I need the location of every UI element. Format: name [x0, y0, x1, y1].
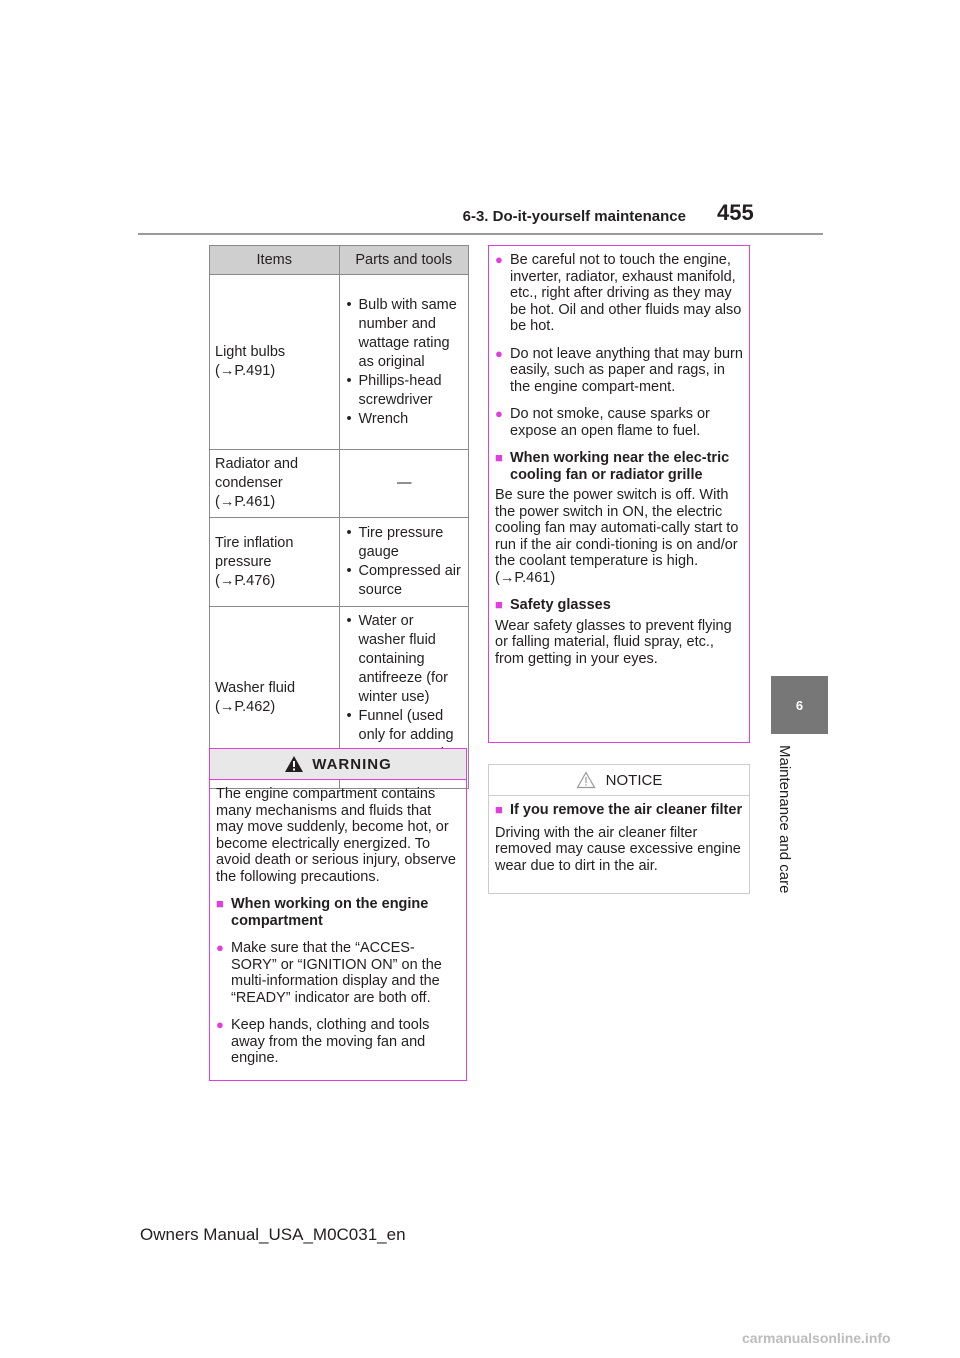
table-row: Light bulbs (→P.491) Bulb with same numb…	[209, 274, 469, 450]
item-name: Radiator and	[215, 456, 299, 472]
square-bullet-icon: ■	[216, 896, 224, 911]
chapter-label: Maintenance and care	[776, 745, 793, 894]
safety-glasses-subhead: ■ Safety glasses	[495, 597, 611, 613]
notice-box: NOTICE ■ If you remove the air cleaner f…	[488, 764, 750, 894]
safety-glasses-paragraph: Wear safety glasses to prevent flying or…	[495, 617, 732, 667]
tool-item: Compressed air source	[345, 562, 465, 600]
cooling-fan-subhead: ■ When working near the elec-tric coolin…	[495, 450, 730, 483]
warning-bullet: ● Keep hands, clothing and tools away fr…	[216, 1017, 430, 1066]
item-name: pressure	[215, 553, 272, 570]
page-reference-link[interactable]: (→P.491)	[215, 363, 276, 379]
warning-bullet: ● Be careful not to touch the engine, in…	[495, 252, 742, 334]
warning-continued-body: ● Be careful not to touch the engine, in…	[489, 246, 749, 673]
parts-table: Items Parts and tools Light bulbs (→P.49…	[209, 245, 469, 789]
warning-subhead: ■ When working on the engine compartment	[216, 896, 429, 929]
warning-title: WARNING	[312, 755, 392, 773]
square-bullet-icon: ■	[495, 597, 503, 612]
table-row: Tire inflation pressure (→P.476) Tire pr…	[209, 517, 469, 607]
tool-item: Phillips-head screwdriver	[345, 372, 465, 410]
notice-body: ■ If you remove the air cleaner filter D…	[489, 796, 749, 880]
notice-subhead: ■ If you remove the air cleaner filter	[495, 802, 743, 818]
chapter-number: 6	[795, 697, 804, 713]
table-header-row: Items Parts and tools	[209, 245, 469, 275]
warning-bullet: ● Do not leave anything that may burn ea…	[495, 345, 743, 395]
page-number: 455	[717, 200, 754, 225]
square-bullet-icon: ■	[495, 802, 503, 817]
warning-triangle-icon	[284, 755, 304, 773]
chapter-tab[interactable]: 6	[771, 676, 828, 734]
warning-bullet: ● Do not smoke, cause sparks or expose a…	[495, 406, 710, 439]
watermark: carmanualsonline.info	[742, 1330, 891, 1346]
notice-header: NOTICE	[489, 765, 749, 796]
no-tools-dash: —	[397, 475, 412, 491]
tools-cell: Tire pressure gauge Compressed air sourc…	[338, 517, 469, 607]
table-row: Radiator and condenser (→P.461) —	[209, 449, 469, 518]
tool-item: Wrench	[345, 410, 465, 429]
tool-item: Tire pressure gauge	[345, 524, 465, 562]
page-reference-link[interactable]: (→P.462)	[215, 698, 276, 715]
page-reference-link[interactable]: (→P.461)	[215, 494, 276, 510]
header-divider	[138, 233, 823, 235]
notice-paragraph: Driving with the air cleaner filter remo…	[495, 824, 741, 874]
warning-intro: The engine compartment contains many mec…	[216, 786, 456, 885]
item-cell: Light bulbs (→P.491)	[209, 274, 340, 450]
footer-document-id: Owners Manual_USA_M0C031_en	[140, 1225, 406, 1244]
item-name: condenser	[215, 475, 283, 491]
dot-bullet-icon: ●	[216, 1017, 224, 1032]
item-name: Light bulbs	[215, 344, 286, 360]
warning-continued-box: ● Be careful not to touch the engine, in…	[488, 245, 750, 743]
page-reference-link[interactable]: (→P.476)	[215, 572, 276, 589]
warning-bullet: ● Make sure that the “ACCES-SORY” or “IG…	[216, 940, 442, 1006]
tool-item: Bulb with same number and wattage rating…	[345, 296, 465, 372]
column-header-parts: Parts and tools	[338, 245, 469, 275]
section-title: 6-3. Do-it-yourself maintenance	[462, 208, 686, 225]
item-cell: Radiator and condenser (→P.461)	[209, 449, 340, 518]
item-name: Tire inflation	[215, 534, 294, 551]
caution-triangle-icon	[576, 771, 596, 789]
tool-item: Water or washer fluid containing antifre…	[345, 612, 465, 707]
dot-bullet-icon: ●	[216, 940, 224, 955]
dot-bullet-icon: ●	[495, 252, 503, 267]
item-name: Washer fluid	[215, 679, 296, 696]
square-bullet-icon: ■	[495, 450, 503, 465]
tools-cell: Bulb with same number and wattage rating…	[338, 274, 469, 450]
item-cell: Tire inflation pressure (→P.476)	[209, 517, 340, 607]
column-header-items: Items	[209, 245, 340, 275]
notice-title: NOTICE	[605, 771, 663, 789]
tools-cell: —	[338, 449, 469, 518]
warning-header: WARNING	[210, 749, 466, 780]
warning-body: The engine compartment contains many mec…	[210, 780, 466, 1073]
dot-bullet-icon: ●	[495, 406, 503, 421]
cooling-fan-paragraph: Be sure the power switch is off. With th…	[495, 487, 739, 586]
dot-bullet-icon: ●	[495, 345, 503, 361]
warning-box: WARNING The engine compartment contains …	[209, 748, 467, 1081]
